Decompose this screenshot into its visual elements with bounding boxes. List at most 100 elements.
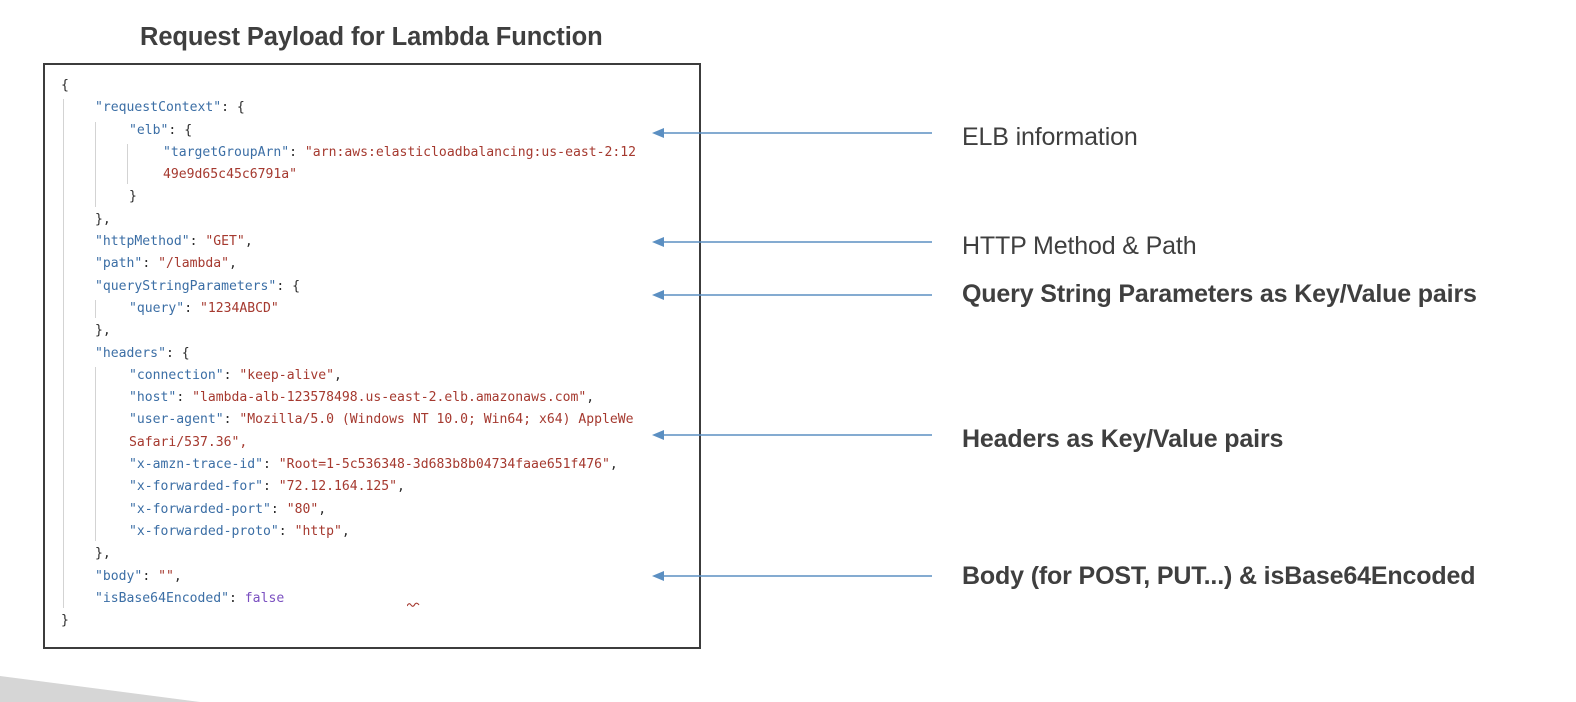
- code-token: ,: [244, 234, 253, 250]
- code-token: Safari/537.36",: [129, 434, 248, 450]
- code-line: "host": "lambda-alb-123578498.us-east-2.…: [61, 387, 699, 409]
- annotation-label: ELB information: [962, 123, 1138, 151]
- code-token: "Mozilla/5.0 (Windows NT 10.0; Win64; x6…: [239, 412, 634, 428]
- indent-guide: [63, 99, 64, 609]
- code-token: ,: [318, 501, 327, 517]
- code-token: :: [223, 412, 240, 428]
- code-line: 49e9d65c45c6791a": [61, 164, 699, 186]
- code-line: "body": "",: [61, 566, 699, 588]
- code-token: },: [95, 211, 111, 227]
- spellcheck-squiggle-icon: [407, 602, 420, 607]
- code-token: {: [181, 345, 190, 361]
- slide-corner-wedge: [0, 668, 200, 702]
- code-token: "elb": [129, 122, 169, 138]
- code-line: "x-forwarded-proto": "http",: [61, 521, 699, 543]
- code-token: "body": [95, 568, 143, 584]
- code-token: "query": [129, 300, 185, 316]
- code-line: "isBase64Encoded": false: [61, 588, 699, 610]
- code-token: "80": [286, 501, 319, 517]
- code-token: "lambda-alb-123578498.us-east-2.elb.amaz…: [192, 390, 587, 406]
- code-token: "x-forwarded-proto": [129, 523, 279, 539]
- annotation-label: HTTP Method & Path: [962, 232, 1197, 260]
- code-line: "x-forwarded-for": "72.12.164.125",: [61, 476, 699, 498]
- code-token: "targetGroupArn": [163, 144, 290, 160]
- indent-guide: [95, 121, 97, 207]
- code-token: {: [292, 278, 300, 294]
- code-token: {: [61, 78, 69, 93]
- code-token: },: [95, 323, 111, 339]
- code-line: "connection": "keep-alive",: [61, 365, 699, 387]
- page-title: Request Payload for Lambda Function: [140, 23, 603, 51]
- code-token: "connection": [129, 367, 224, 383]
- annotation-label: Headers as Key/Value pairs: [962, 425, 1284, 453]
- code-line: "user-agent": "Mozilla/5.0 (Windows NT 1…: [61, 409, 699, 431]
- code-token: :: [142, 568, 159, 584]
- code-token: :: [223, 367, 240, 383]
- code-line: "x-amzn-trace-id": "Root=1-5c536348-3d68…: [61, 454, 699, 476]
- code-token: "isBase64Encoded": [95, 590, 230, 606]
- code-token: :: [184, 300, 200, 316]
- code-token: "x-forwarded-port": [129, 501, 271, 517]
- code-token: "user-agent": [129, 412, 224, 428]
- code-token: "http": [294, 523, 342, 539]
- code-token: "GET": [205, 234, 245, 250]
- code-token: :: [229, 590, 245, 606]
- code-token: :: [270, 501, 287, 517]
- code-line: "path": "/lambda",: [61, 253, 699, 275]
- code-line: "query": "1234ABCD": [61, 298, 699, 320]
- code-token: "1234ABCD": [199, 300, 279, 316]
- code-token: {: [236, 100, 245, 116]
- code-token: :: [165, 345, 182, 361]
- code-token: {: [184, 122, 193, 138]
- code-token: ,: [173, 568, 182, 584]
- code-line: "queryStringParameters": {: [61, 276, 699, 298]
- code-token: "requestContext": [95, 100, 222, 116]
- code-line: Safari/537.36",: [61, 432, 699, 454]
- code-token: :: [176, 390, 193, 406]
- code-token: false: [244, 590, 285, 606]
- code-line: },: [61, 320, 699, 342]
- code-token: :: [263, 457, 279, 473]
- code-token: "x-amzn-trace-id": [129, 457, 264, 473]
- code-token: },: [95, 546, 111, 562]
- code-line: "requestContext": {: [61, 97, 699, 119]
- code-token: :: [189, 234, 206, 250]
- code-token: "arn:aws:elasticloadbalancing:us-east-2:…: [304, 144, 637, 160]
- wedge-shape: [0, 676, 200, 702]
- code-line: }: [61, 186, 699, 208]
- code-token: "Root=1-5c536348-3d683b8b04734faae651f47…: [278, 457, 610, 473]
- annotation-label: Query String Parameters as Key/Value pai…: [962, 280, 1477, 308]
- code-token: }: [129, 189, 137, 205]
- annotation-label: Body (for POST, PUT...) & isBase64Encode…: [962, 562, 1476, 590]
- code-token: :: [168, 122, 185, 138]
- code-token: "x-forwarded-for": [129, 479, 264, 495]
- code-token: "path": [95, 256, 143, 272]
- code-token: ,: [397, 479, 405, 495]
- code-token: :: [142, 256, 159, 272]
- code-token: ,: [229, 256, 237, 272]
- code-line: "x-forwarded-port": "80",: [61, 499, 699, 521]
- code-line: {: [61, 75, 699, 97]
- code-token: :: [276, 278, 293, 294]
- code-token: :: [278, 523, 295, 539]
- code-token: "httpMethod": [95, 234, 190, 250]
- code-token: "host": [129, 390, 177, 406]
- code-token: ,: [341, 523, 350, 539]
- code-token: "": [158, 568, 174, 584]
- code-line: "headers": {: [61, 343, 699, 365]
- code-line: "httpMethod": "GET",: [61, 231, 699, 253]
- json-code-listing: {"requestContext": {"elb": {"targetGroup…: [45, 65, 699, 632]
- code-line: }: [61, 610, 699, 632]
- code-token: :: [263, 479, 279, 495]
- code-token: "/lambda": [158, 256, 230, 272]
- code-line: "targetGroupArn": "arn:aws:elasticloadba…: [61, 142, 699, 164]
- code-token: "queryStringParameters": [95, 278, 277, 294]
- indent-guide: [127, 143, 129, 185]
- code-line: },: [61, 209, 699, 231]
- code-token: :: [289, 144, 305, 160]
- code-token: ,: [609, 457, 618, 473]
- code-token: "72.12.164.125": [278, 479, 398, 495]
- code-token: 49e9d65c45c6791a": [163, 167, 298, 183]
- code-token: "keep-alive": [239, 367, 334, 383]
- code-token: }: [61, 613, 69, 629]
